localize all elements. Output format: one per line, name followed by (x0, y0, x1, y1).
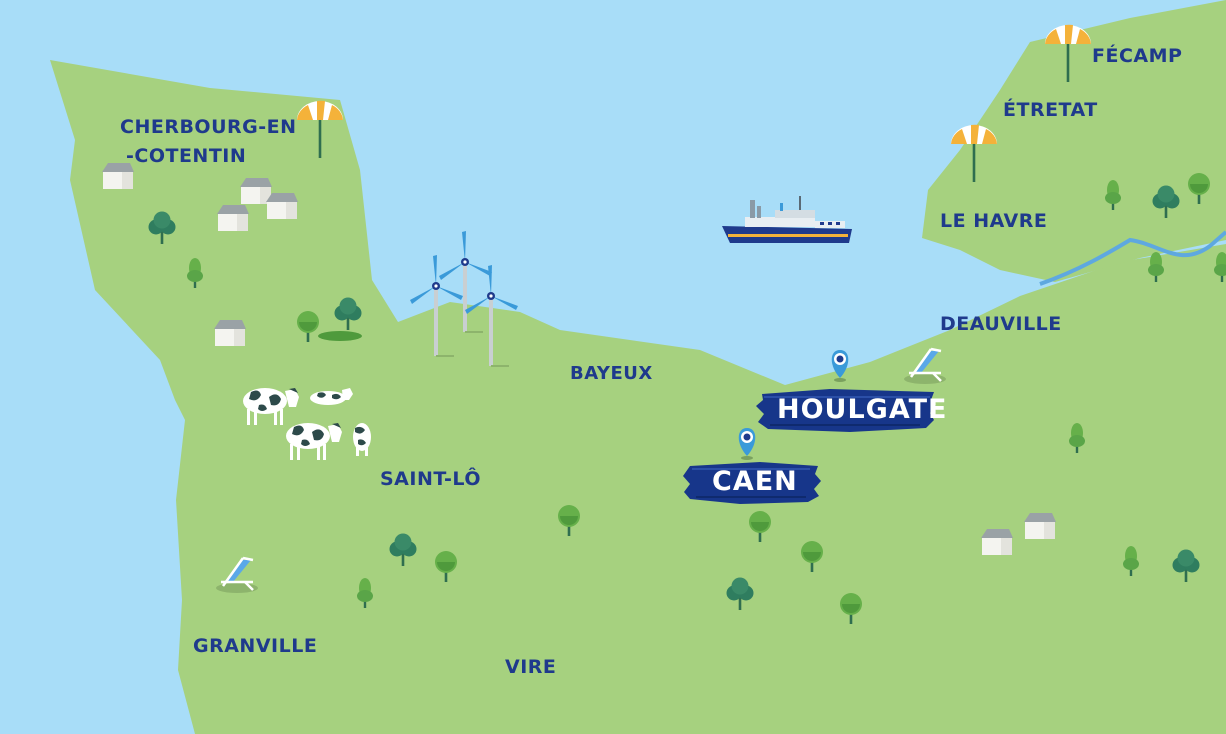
city-label-deauville: DEAUVILLE (940, 313, 1062, 335)
house-icon (1024, 513, 1056, 539)
city-label-le-havre: LE HAVRE (940, 210, 1048, 232)
houlgate-banner (756, 389, 936, 432)
house-icon (240, 178, 272, 204)
city-label-granville: GRANVILLE (193, 635, 318, 657)
cow-icon (353, 423, 371, 456)
city-label-vire: VIRE (505, 656, 557, 678)
city-label-cherbourg-line1: CHERBOURG-EN (120, 116, 297, 138)
house-icon (217, 205, 249, 231)
house-icon (214, 320, 246, 346)
city-label-cherbourg-line2: -COTENTIN (126, 145, 247, 167)
land-pays-de-caux (922, 0, 1226, 282)
ship-icon (722, 196, 852, 243)
land-cotentin-calvados (50, 60, 1226, 734)
destination-label-houlgate: HOULGATE (777, 394, 948, 425)
caen-banner (683, 462, 821, 504)
city-label-fecamp: FÉCAMP (1092, 45, 1183, 67)
seine-river (1039, 230, 1226, 286)
city-label-bayeux: BAYEUX (570, 363, 653, 384)
bush (318, 331, 362, 341)
house-icon (266, 193, 298, 219)
city-label-etretat: ÉTRETAT (1003, 99, 1098, 121)
destination-label-caen: CAEN (712, 466, 798, 497)
city-label-saint-lo: SAINT-LÔ (380, 468, 481, 490)
house-icon (981, 529, 1013, 555)
